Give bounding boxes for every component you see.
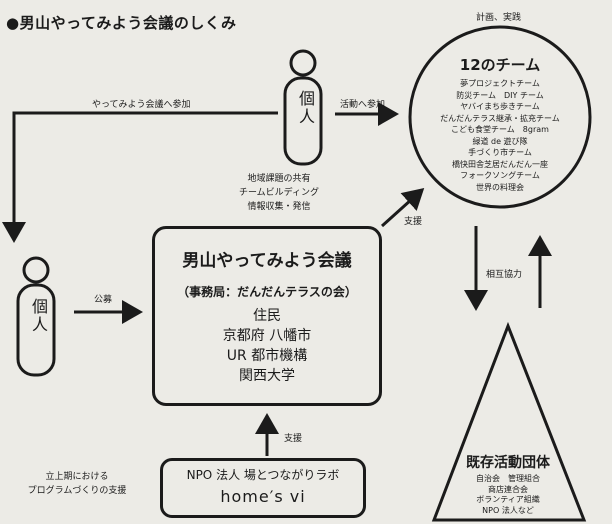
arrow-join-meeting <box>2 111 278 243</box>
label-recruit: 公募 <box>94 295 113 305</box>
meeting-member: UR 都市機構 <box>226 348 308 364</box>
plan-practice-label: 計画、実践 <box>476 13 522 23</box>
npo-name: NPO 法人 場とつながりラボ <box>186 468 340 482</box>
diagram-title: ●男山やってみよう会議のしくみ <box>6 14 237 32</box>
meeting-office: （事務局：だんだんテラスの会） <box>177 285 357 299</box>
npo-brand: home′s vi <box>220 487 306 506</box>
team-item: フォークソングチーム <box>460 171 540 180</box>
existing-item: NPO 法人など <box>482 505 534 515</box>
meeting-function-item: 地域課題の共有 <box>247 174 311 184</box>
teams-circle <box>408 25 592 209</box>
label-join-activity: 活動へ参加 <box>340 100 386 110</box>
meeting-title: 男山やってみよう会議 <box>182 251 352 271</box>
team-item: ヤバイまち歩きチーム <box>460 102 540 111</box>
person-left-figure <box>16 256 56 377</box>
arrow-support-top <box>380 187 425 228</box>
teams-title: 12のチーム <box>459 56 541 74</box>
team-item: 夢プロジェクトチーム <box>460 79 540 88</box>
team-item: 世界の料理会 <box>476 182 524 192</box>
existing-item: 自治会 管理組合 <box>476 474 540 483</box>
person-left-label: 個人 <box>29 298 48 334</box>
early-support-line: 立上期における <box>45 472 109 482</box>
meeting-content: 男山やってみよう会議 （事務局：だんだんテラスの会） 住民 京都府 八幡市 UR… <box>152 246 382 386</box>
person-top-figure <box>283 49 323 166</box>
existing-block: 既存活動団体 自治会 管理組合 商店連合会 ボランティア組織 NPO 法人など <box>444 452 572 516</box>
person-top-label: 個人 <box>296 90 315 126</box>
team-item: 橋快田舎芝居だんだん一座 <box>452 159 548 169</box>
label-cooperation: 相互協力 <box>486 270 523 280</box>
existing-item: 商店連合会 <box>488 484 528 494</box>
team-item: 緑道 de 遊び隊 <box>472 136 528 146</box>
team-item: 防災チーム DIY チーム <box>456 90 544 100</box>
label-support-top: 支援 <box>404 217 423 227</box>
label-support-bottom: 支援 <box>284 434 303 444</box>
teams-block: 12のチーム 夢プロジェクトチーム 防災チーム DIY チーム ヤバイまち歩きチ… <box>425 54 575 193</box>
early-support-line: プログラムづくりの支援 <box>27 486 127 496</box>
npo-content: NPO 法人 場とつながりラボ home′s vi <box>160 466 366 506</box>
meeting-member: 関西大学 <box>239 368 295 384</box>
team-item: 手づくり市チーム <box>468 148 532 157</box>
team-item: こども食堂チーム 8gram <box>451 125 549 134</box>
meeting-member: 住民 <box>253 308 281 324</box>
existing-item: ボランティア組織 <box>476 495 540 504</box>
meeting-box <box>152 226 382 406</box>
meeting-member: 京都府 八幡市 <box>222 328 312 344</box>
meeting-function-item: チームビルディング <box>238 188 320 198</box>
npo-box <box>160 458 366 518</box>
early-support-note: 立上期における プログラムづくりの支援 <box>2 470 152 498</box>
team-item: だんだんテラス継承・拡充チーム <box>440 113 560 123</box>
meeting-function-item: 情報収集・発信 <box>247 202 311 212</box>
existing-title: 既存活動団体 <box>466 455 550 471</box>
existing-groups-triangle <box>431 321 587 522</box>
label-join-meeting: やってみよう会議へ参加 <box>92 100 191 110</box>
meeting-functions: 地域課題の共有 チームビルディング 情報収集・発信 <box>224 172 334 214</box>
